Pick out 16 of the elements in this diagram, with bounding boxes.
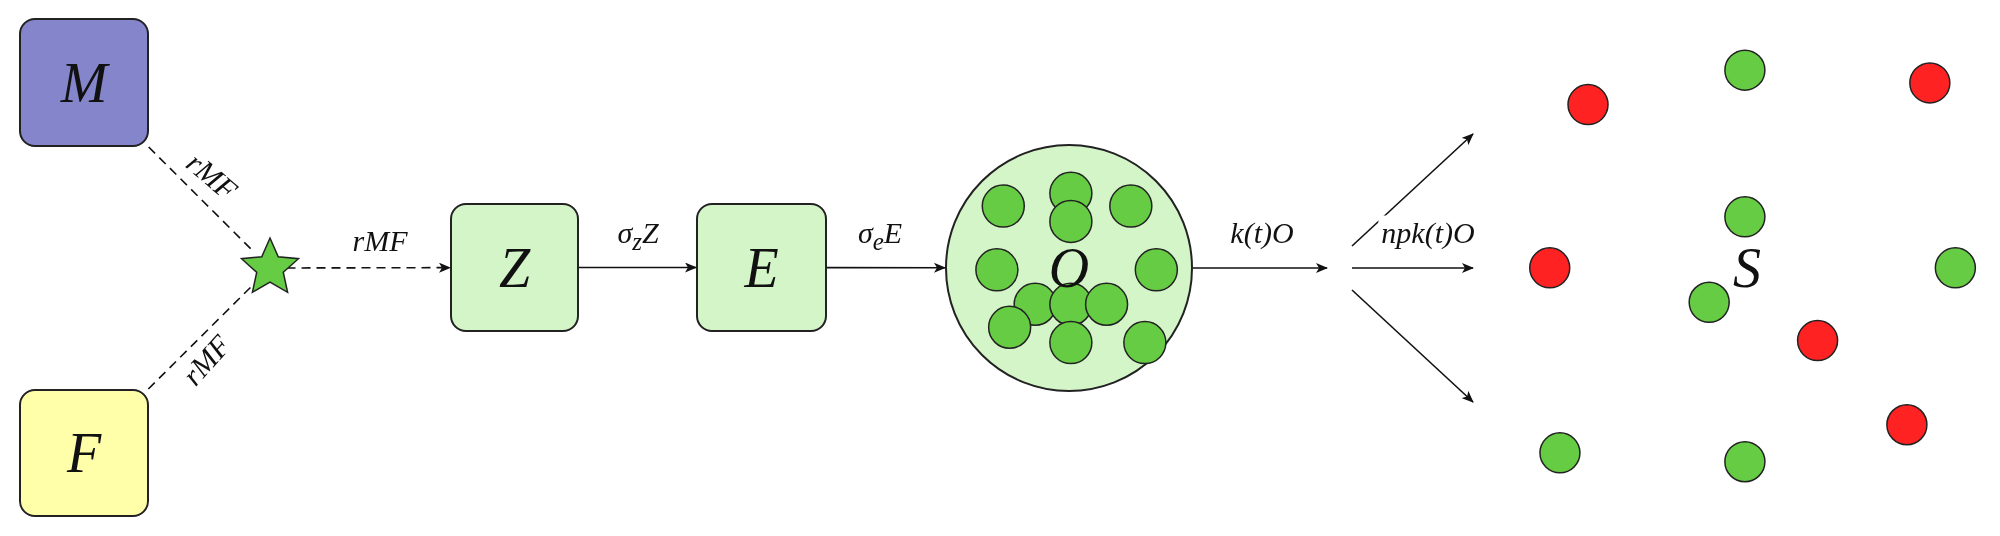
- arrow: [1351, 133, 1474, 247]
- node-label: M: [60, 54, 108, 111]
- arrow: [1351, 289, 1474, 403]
- node-label: S: [1733, 240, 1761, 296]
- arrow: [1192, 263, 1328, 273]
- node-label: O: [1048, 240, 1090, 296]
- node-label: Z: [498, 239, 531, 296]
- process-box: [19, 389, 149, 517]
- node-label: E: [744, 239, 779, 296]
- arrow: [578, 262, 697, 273]
- node-label: F: [66, 425, 102, 481]
- arrow: [826, 262, 946, 273]
- process-box: [19, 18, 149, 147]
- process-box: [696, 203, 827, 332]
- arrow: [1351, 263, 1474, 273]
- process-box: [450, 203, 579, 332]
